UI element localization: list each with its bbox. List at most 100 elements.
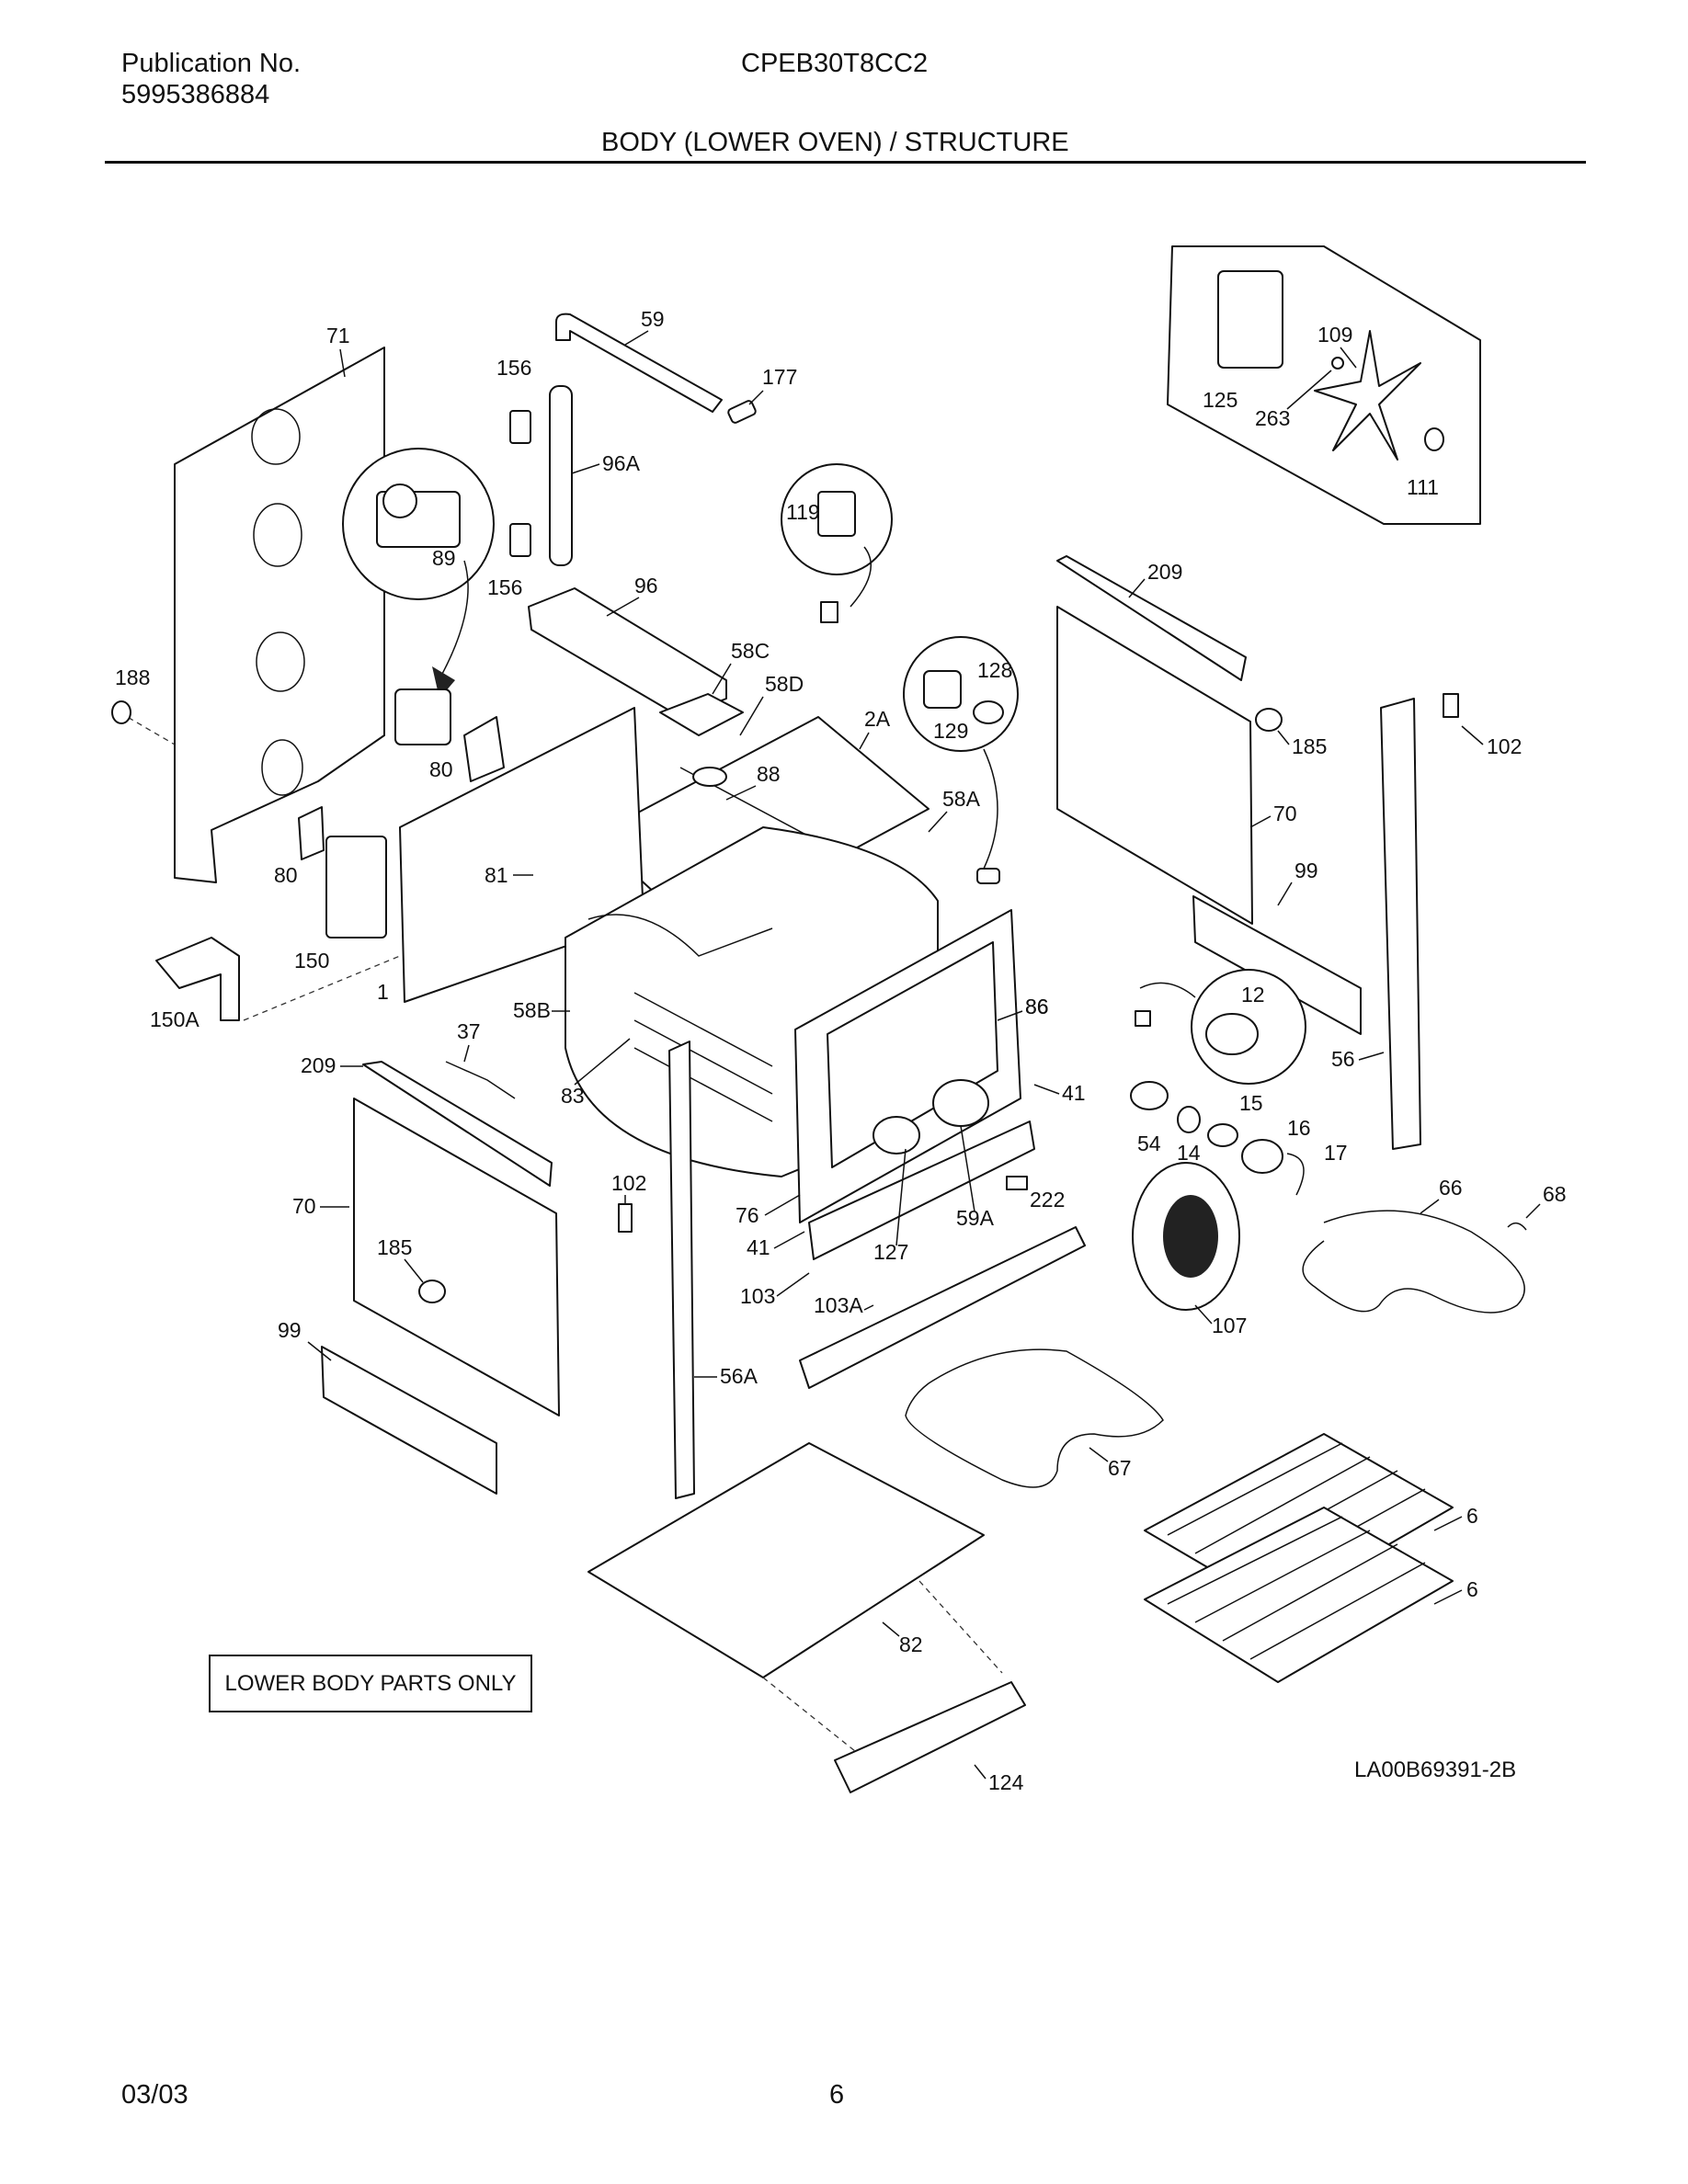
clip-68 [1507,1222,1527,1231]
callout: 81 [485,863,508,887]
callout: 209 [301,1053,336,1077]
callout: 80 [429,757,453,781]
callout: 99 [1295,859,1318,882]
callout: 209 [1147,560,1182,584]
callout: 83 [561,1084,585,1108]
detail-arrow [440,560,469,677]
rail-56 [1380,698,1421,1150]
callout: 41 [747,1235,770,1259]
clip-156-upper [509,410,531,444]
lens-16 [1241,1139,1283,1174]
callout: 263 [1255,406,1290,430]
publication-label: Publication No. [121,49,302,78]
section-title: BODY (LOWER OVEN) / STRUCTURE [601,128,1069,157]
callout: 103A [814,1293,863,1317]
callout: 129 [933,719,968,743]
callout: 68 [1543,1182,1567,1206]
model-number: CPEB30T8CC2 [741,49,929,78]
clip-177 [727,400,757,424]
callout: 119 [786,500,820,524]
callout: 127 [873,1240,908,1264]
callout: 102 [611,1171,646,1195]
callout: 6 [1466,1504,1478,1528]
bulb-15 [1207,1123,1238,1147]
sensor-37 [445,1061,516,1099]
callout: 59 [641,307,665,331]
callout: 1 [377,980,389,1004]
callout: 109 [1317,323,1352,347]
transformer-150 [325,836,387,938]
callout: 54 [1137,1132,1161,1155]
callout: 88 [757,762,781,786]
footer-page-number: 6 [829,2080,845,2110]
callout: 37 [457,1019,481,1043]
bracket-89 [394,688,451,745]
callout: 59A [956,1206,995,1230]
callout: 58C [731,639,770,663]
callout: 102 [1487,734,1522,758]
callout: 56A [720,1364,758,1388]
trim-103 [808,1120,1035,1260]
grommet-185-right [1255,708,1283,732]
callout: 76 [736,1203,759,1227]
tray-124 [834,1681,1026,1793]
vent-duct-96 [528,587,727,718]
callout: 128 [977,658,1012,682]
detail-circle-89 [342,448,495,600]
bake-element-67 [905,1348,1164,1488]
callout: 103 [740,1284,775,1308]
convection-motor-detail [1167,245,1481,525]
callout: 80 [274,863,298,887]
callout: 96A [602,451,641,475]
clip-102-left [618,1203,633,1233]
callout: 58D [765,672,804,696]
callout: 15 [1239,1091,1263,1115]
callout: 188 [115,665,150,689]
callout: 2A [864,707,891,731]
fan-blade-59A [932,1079,989,1127]
clip-102-right [1443,693,1459,718]
bracket-209-left [362,1061,553,1187]
lamp-socket-54 [1130,1081,1169,1110]
callout: 12 [1241,983,1265,1007]
callout: 6 [1466,1577,1478,1601]
callout: 86 [1025,995,1049,1018]
clip-17 [1286,1153,1305,1196]
drawing-number: LA00B69391-2B [1354,1757,1517,1782]
callout: 58A [942,787,981,811]
vent-tube-59 [555,313,723,413]
callout: 125 [1203,388,1237,412]
callout-labels: 71 59 156 177 96A 89 156 96 119 58C 58D … [115,307,1567,1794]
rear-panel-71 [174,347,385,883]
callout: 111 [1407,475,1439,499]
trim-103A [799,1226,1086,1389]
callout: 124 [988,1770,1024,1794]
rail-56A [668,1041,695,1499]
footer-date: 03/03 [121,2080,188,2110]
callout: 89 [432,546,456,570]
bracket-99-left [321,1346,497,1495]
callout: 185 [1292,734,1327,758]
clip-156-lower [509,523,531,557]
bracket-99-right [1192,895,1362,1035]
callout: 96 [634,574,658,597]
header-rule [105,161,1586,164]
lower-body-note: LOWER BODY PARTS ONLY [209,1655,532,1712]
grommet-185-left [418,1280,446,1303]
grommet-188 [111,700,131,724]
fan-motor-127 [873,1116,920,1155]
bracket-80 [463,716,505,782]
rod-88 [692,767,727,787]
vent-pipe-96A [549,385,573,566]
oven-rack-lower [1144,1507,1454,1683]
callout: 222 [1030,1188,1065,1211]
callout: 150A [150,1007,200,1031]
callout: 71 [326,324,350,347]
gasket-14 [1177,1106,1201,1133]
side-panel-70-right [1056,606,1253,925]
side-panel-70-left [353,1098,560,1416]
callout: 67 [1108,1456,1132,1480]
callout: 70 [1273,802,1297,825]
bracket-150A [155,937,240,1021]
callout: 185 [377,1235,412,1259]
